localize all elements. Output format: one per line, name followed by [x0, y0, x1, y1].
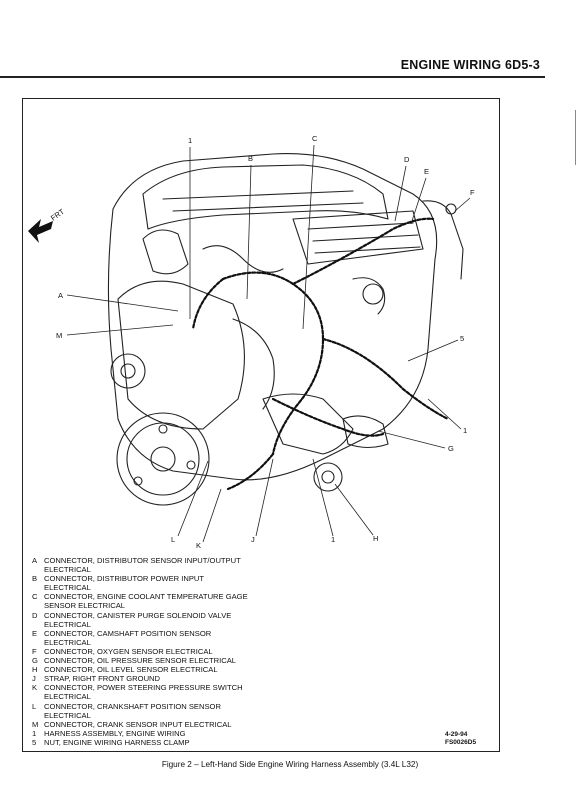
legend-text: ELECTRICAL [44, 583, 91, 593]
legend-letter [32, 711, 44, 720]
callout-g: G [448, 444, 454, 453]
callout-j: J [251, 535, 255, 544]
legend-row: E CONNECTOR, CAMSHAFT POSITION SENSOR [32, 629, 332, 638]
header-rule [0, 76, 545, 78]
legend-text: CONNECTOR, ENGINE COOLANT TEMPERATURE GA… [44, 592, 248, 602]
legend-row: SENSOR ELECTRICAL [32, 601, 332, 610]
callout-5: 5 [460, 334, 464, 343]
legend-text: CONNECTOR, OIL PRESSURE SENSOR ELECTRICA… [44, 656, 236, 666]
callout-h: H [373, 534, 378, 543]
page-edge-mark [575, 110, 576, 165]
legend-row: G CONNECTOR, OIL PRESSURE SENSOR ELECTRIC… [32, 656, 332, 665]
callout-a: A [58, 291, 63, 300]
legend-letter: A [32, 556, 38, 565]
legend-text: STRAP, RIGHT FRONT GROUND [44, 674, 161, 684]
legend-text: NUT, ENGINE WIRING HARNESS CLAMP [44, 737, 190, 747]
legend-letter: B [32, 574, 38, 584]
legend-row: ELECTRICAL [32, 692, 332, 701]
legend-text: CONNECTOR, DISTRIBUTOR SENSOR INPUT/OUTP… [44, 556, 241, 565]
legend-text: ELECTRICAL [44, 565, 91, 575]
legend-row: ELECTRICAL [32, 638, 332, 647]
parts-legend: A CONNECTOR, DISTRIBUTOR SENSOR INPUT/OUT… [32, 556, 332, 747]
legend-text: SENSOR ELECTRICAL [44, 601, 126, 611]
legend-letter: H [32, 665, 38, 675]
legend-text: HARNESS ASSEMBLY, ENGINE WIRING [44, 728, 186, 738]
callout-c: C [312, 134, 318, 143]
legend-letter [32, 620, 44, 629]
callout-d: D [404, 155, 410, 164]
legend-row: 1 HARNESS ASSEMBLY, ENGINE WIRING [32, 729, 332, 738]
figure-stamp: 4-29-94 FS0026D5 [445, 731, 476, 747]
legend-row: ELECTRICAL [32, 620, 332, 629]
legend-row: F CONNECTOR, OXYGEN SENSOR ELECTRICAL [32, 647, 332, 656]
legend-letter: M [32, 719, 39, 729]
legend-text: CONNECTOR, OIL LEVEL SENSOR ELECTRICAL [44, 665, 218, 675]
callout-b: B [248, 154, 253, 163]
legend-text: CONNECTOR, CANISTER PURGE SOLENOID VALVE [44, 610, 232, 620]
legend-text: CONNECTOR, CAMSHAFT POSITION SENSOR [44, 628, 212, 638]
legend-letter: K [32, 683, 38, 693]
legend-text: ELECTRICAL [44, 637, 91, 647]
legend-letter: 5 [32, 737, 37, 747]
callout-1-right: 1 [463, 426, 467, 435]
callout-1-top: 1 [188, 136, 192, 145]
callout-f: F [470, 188, 475, 197]
legend-row: A CONNECTOR, DISTRIBUTOR SENSOR INPUT/OUT… [32, 556, 332, 565]
legend-letter: L [32, 701, 37, 711]
legend-letter [32, 638, 44, 647]
stamp-date: 4-29-94 [445, 731, 468, 738]
stamp-code: FS0026D5 [445, 739, 477, 746]
legend-letter: J [32, 674, 36, 684]
page-header-title: ENGINE WIRING 6D5-3 [400, 58, 540, 72]
legend-text: CONNECTOR, OXYGEN SENSOR ELECTRICAL [44, 646, 213, 656]
legend-letter [32, 565, 44, 574]
callout-l: L [171, 535, 175, 544]
legend-letter: C [32, 592, 38, 602]
figure-frame [22, 98, 500, 752]
callout-e: E [424, 167, 429, 176]
callout-m: M [56, 331, 62, 340]
legend-row: H CONNECTOR, OIL LEVEL SENSOR ELECTRICAL [32, 665, 332, 674]
front-direction-arrow-icon [28, 219, 53, 243]
legend-text: CONNECTOR, POWER STEERING PRESSURE SWITC… [44, 683, 243, 693]
legend-row: ELECTRICAL [32, 583, 332, 592]
legend-letter [32, 583, 44, 592]
legend-row: K CONNECTOR, POWER STEERING PRESSURE SWIT… [32, 683, 332, 692]
legend-letter: E [32, 628, 38, 638]
legend-letter [32, 692, 44, 701]
legend-letter [32, 601, 44, 610]
legend-row: L CONNECTOR, CRANKSHAFT POSITION SENSOR [32, 702, 332, 711]
callout-k: K [196, 541, 201, 549]
legend-text: ELECTRICAL [44, 619, 91, 629]
legend-row: C CONNECTOR, ENGINE COOLANT TEMPERATURE G… [32, 592, 332, 601]
direction-label: FRT [49, 207, 66, 223]
figure-caption: Figure 2 – Left-Hand Side Engine Wiring … [161, 760, 419, 769]
legend-row: ELECTRICAL [32, 711, 332, 720]
engine-wiring-illustration: FRT 1 B C D E F A M 5 1 G L K J 1 H [28, 134, 475, 549]
legend-row: ELECTRICAL [32, 565, 332, 574]
legend-row: B CONNECTOR, DISTRIBUTOR POWER INPUT [32, 574, 332, 583]
legend-text: ELECTRICAL [44, 692, 91, 702]
legend-text: CONNECTOR, DISTRIBUTOR POWER INPUT [44, 574, 205, 584]
callout-1-bottom: 1 [331, 535, 335, 544]
legend-text: CONNECTOR, CRANKSHAFT POSITION SENSOR [44, 701, 221, 711]
legend-text: CONNECTOR, CRANK SENSOR INPUT ELECTRICAL [44, 719, 232, 729]
legend-letter: G [32, 656, 38, 666]
legend-letter: F [32, 646, 37, 656]
legend-letter: D [32, 610, 38, 620]
legend-row: 5 NUT, ENGINE WIRING HARNESS CLAMP [32, 738, 332, 747]
legend-text: ELECTRICAL [44, 710, 91, 720]
legend-letter: 1 [32, 728, 37, 738]
legend-row: D CONNECTOR, CANISTER PURGE SOLENOID VALV… [32, 611, 332, 620]
legend-row: M CONNECTOR, CRANK SENSOR INPUT ELECTRICA… [32, 720, 332, 729]
legend-row: J STRAP, RIGHT FRONT GROUND [32, 674, 332, 683]
